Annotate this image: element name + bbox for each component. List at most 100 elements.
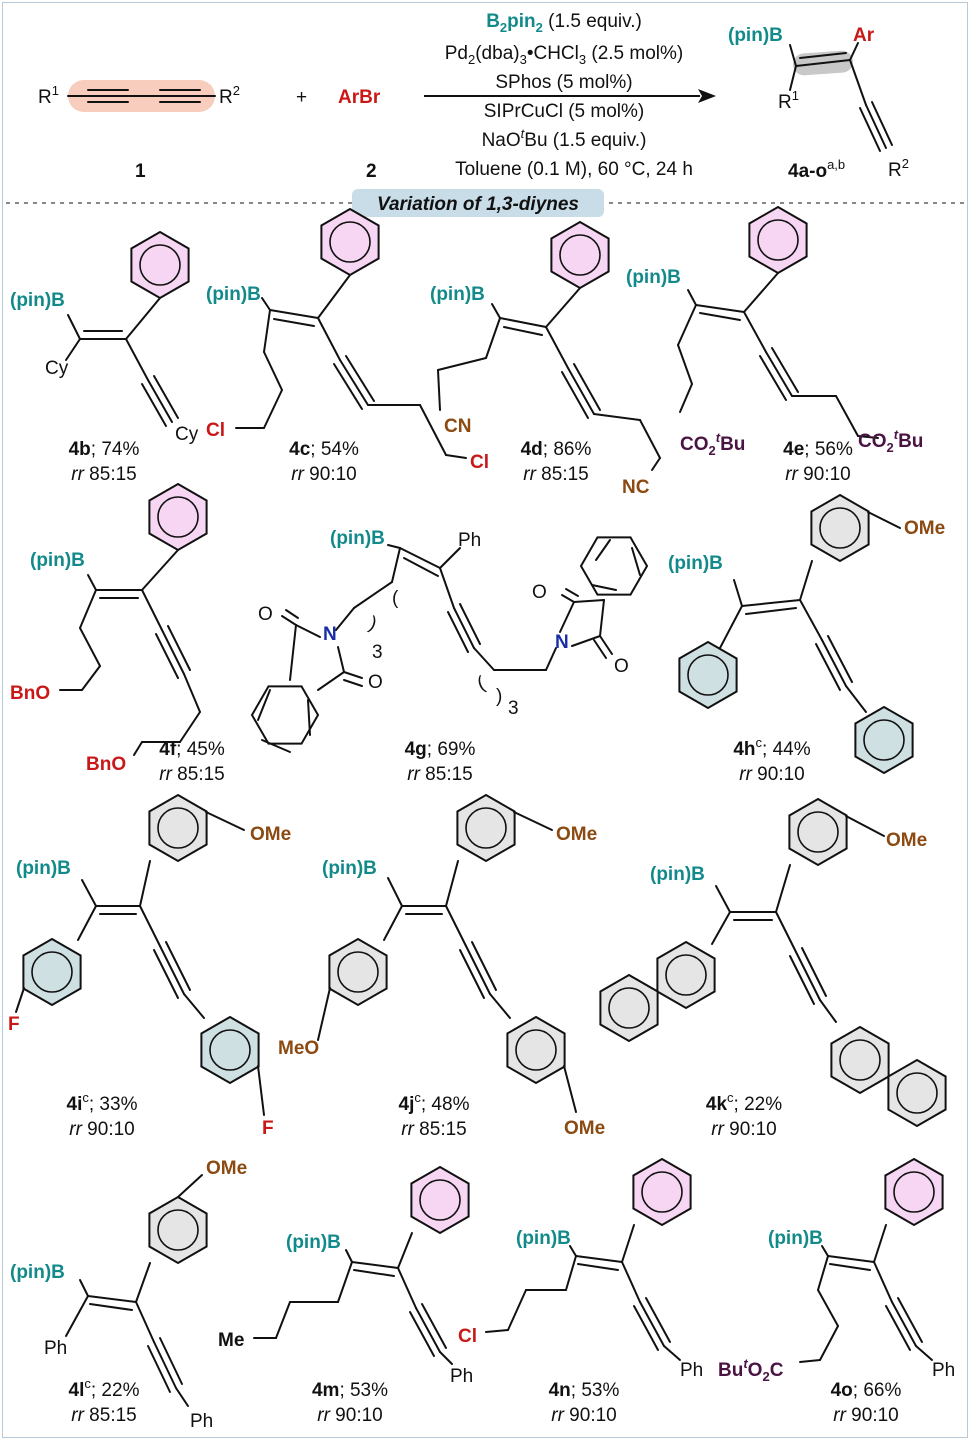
svg-text:(pin)B: (pin)B <box>330 528 385 549</box>
svg-text:N: N <box>323 624 337 645</box>
svg-text:OMe: OMe <box>206 1158 247 1179</box>
svg-text:(pin)B: (pin)B <box>650 864 705 885</box>
svg-text:BnO: BnO <box>86 754 126 775</box>
svg-text:O: O <box>258 604 273 625</box>
rr-value-4j: rr 85:15 <box>401 1119 466 1140</box>
svg-text:Toluene (0.1 M), 60 °C, 24 h: Toluene (0.1 M), 60 °C, 24 h <box>455 159 693 180</box>
svg-text:(pin)B: (pin)B <box>322 858 377 879</box>
compound-label-4d: 4d; 86% <box>521 439 592 460</box>
diyne-r1-sup: 1 <box>52 83 59 98</box>
rr-value-4n: rr 90:10 <box>551 1405 616 1426</box>
svg-text:SIPrCuCl (5 mol%): SIPrCuCl (5 mol%) <box>484 101 644 122</box>
compound-label-4l: 4lc; 22% <box>69 1376 140 1401</box>
label-2: 2 <box>366 161 377 182</box>
svg-text:SPhos (5 mol%): SPhos (5 mol%) <box>495 72 632 93</box>
compound-label-4c: 4c; 54% <box>289 439 359 460</box>
svg-text:): ) <box>496 686 502 707</box>
svg-text:ButO2C: ButO2C <box>718 1356 784 1384</box>
svg-text:OMe: OMe <box>886 830 927 851</box>
compound-label-4m: 4m; 53% <box>312 1380 388 1401</box>
compound-label-4j: 4jc; 48% <box>399 1090 470 1115</box>
svg-text:CO2tBu: CO2tBu <box>858 427 923 455</box>
svg-text:(pin)B: (pin)B <box>10 290 65 311</box>
svg-text:Cy: Cy <box>45 358 69 379</box>
svg-text:B2pin2 (1.5 equiv.): B2pin2 (1.5 equiv.) <box>486 11 642 35</box>
diyne-r2-sup: 2 <box>233 83 240 98</box>
compound-label-4f: 4f; 45% <box>159 739 225 760</box>
diyne-reactant: R1 R2 1 <box>38 80 240 182</box>
compound-label-4n: 4n; 53% <box>549 1380 620 1401</box>
svg-text:O: O <box>614 656 629 677</box>
structure-4e: (pin)B CO2tBu CO2tBu <box>626 206 923 458</box>
svg-text:Cl: Cl <box>206 420 225 441</box>
structure-4c: (pin)B Cl Cl <box>206 208 489 473</box>
svg-text:MeO: MeO <box>278 1038 319 1059</box>
svg-text:OMe: OMe <box>556 824 597 845</box>
product-bpin: (pin)B <box>728 25 783 46</box>
diyne-r1: R <box>38 87 52 108</box>
svg-text:O: O <box>532 582 547 603</box>
svg-text:(pin)B: (pin)B <box>626 267 681 288</box>
reaction-conditions: B2pin2 (1.5 equiv.) Pd2(dba)3•CHCl3 (2.5… <box>445 11 693 180</box>
compound-label-4g: 4g; 69% <box>405 739 476 760</box>
svg-text:F: F <box>262 1118 274 1139</box>
rr-value-4f: rr 85:15 <box>159 764 224 785</box>
svg-text:4a-oa,b: 4a-oa,b <box>788 157 845 182</box>
svg-text:Ph: Ph <box>44 1338 67 1359</box>
structure-4g: ( ) 3 ( ) 3 (pin)B Ph N O O N O O <box>242 522 657 759</box>
svg-text:(: ( <box>392 588 399 609</box>
svg-text:Cl: Cl <box>458 1326 477 1347</box>
svg-text:R2: R2 <box>219 83 240 108</box>
rr-value-4o: rr 90:10 <box>833 1405 898 1426</box>
svg-text:(pin)B: (pin)B <box>668 553 723 574</box>
rr-value-4b: rr 85:15 <box>71 464 136 485</box>
rr-value-4k: rr 90:10 <box>711 1119 776 1140</box>
structure-4o: (pin)B ButO2C Ph <box>718 1158 955 1384</box>
structure-4f: (pin)B BnO BnO <box>10 483 208 775</box>
svg-text:OMe: OMe <box>904 518 945 539</box>
svg-text:NC: NC <box>622 477 650 498</box>
svg-text:(pin)B: (pin)B <box>10 1262 65 1283</box>
reaction-arrow <box>424 89 716 103</box>
svg-text:Me: Me <box>218 1330 244 1351</box>
svg-text:O: O <box>368 672 383 693</box>
structure-4n: (pin)B Cl Ph <box>458 1158 703 1381</box>
svg-text:N: N <box>555 632 569 653</box>
svg-text:(pin)B: (pin)B <box>430 284 485 305</box>
rr-value-4l: rr 85:15 <box>71 1405 136 1426</box>
svg-text:OMe: OMe <box>250 824 291 845</box>
svg-text:(pin)B: (pin)B <box>768 1228 823 1249</box>
rr-value-4d: rr 85:15 <box>523 464 588 485</box>
svg-text:NaOtBu (1.5 equiv.): NaOtBu (1.5 equiv.) <box>482 126 647 151</box>
svg-text:(pin)B: (pin)B <box>286 1232 341 1253</box>
plus-sign: + <box>296 87 307 108</box>
svg-text:): ) <box>366 613 379 635</box>
compound-label-4h: 4hc; 44% <box>733 735 810 760</box>
svg-text:3: 3 <box>508 698 519 719</box>
svg-text:Ph: Ph <box>680 1360 703 1381</box>
structure-4i: (pin)B OMe F F <box>8 794 291 1139</box>
svg-text:CO2tBu: CO2tBu <box>680 430 745 458</box>
product-ar: Ar <box>853 25 875 46</box>
captions: 4b; 74% rr 85:15 4c; 54% rr 90:10 4d; 86% rr … <box>67 439 902 1426</box>
svg-text:3: 3 <box>372 642 383 663</box>
svg-text:Cy: Cy <box>175 424 199 445</box>
structure-4j: (pin)B OMe MeO OMe <box>278 794 605 1139</box>
rr-value-4g: rr 85:15 <box>407 764 472 785</box>
rr-value-4c: rr 90:10 <box>291 464 356 485</box>
structure-4b: (pin)B Cy Cy <box>10 231 199 445</box>
svg-text:R2: R2 <box>888 156 909 181</box>
svg-text:R1: R1 <box>38 83 59 108</box>
structure-4l: (pin)B OMe Ph Ph <box>10 1158 247 1432</box>
arbr-reactant: ArBr <box>338 87 381 108</box>
svg-text:Cl: Cl <box>470 452 489 473</box>
svg-text:R1: R1 <box>778 88 799 113</box>
section-banner <box>352 189 604 217</box>
general-product: (pin)B Ar R1 R2 4a-oa,b <box>728 25 909 182</box>
svg-text:BnO: BnO <box>10 683 50 704</box>
compound-label-4b: 4b; 74% <box>69 439 140 460</box>
svg-text:Ph: Ph <box>932 1360 955 1381</box>
compound-label-4k: 4kc; 22% <box>706 1090 782 1115</box>
